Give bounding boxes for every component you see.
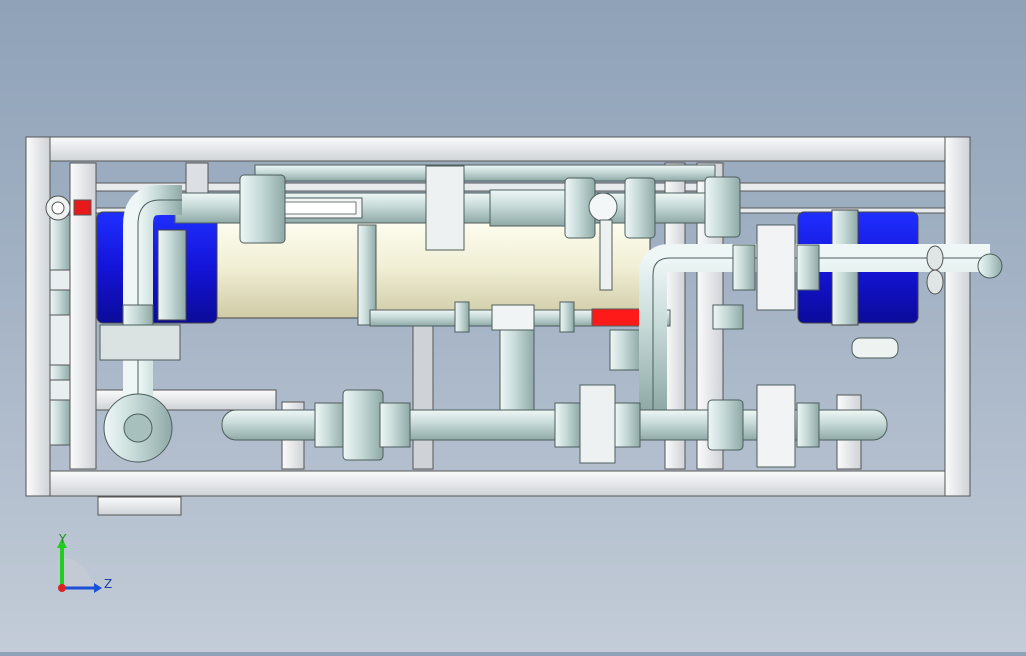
- y-axis-label: Y: [58, 532, 67, 546]
- bottom-union-2: [342, 389, 384, 461]
- frame-bottom-rail: [25, 470, 971, 497]
- base-foot: [97, 496, 182, 516]
- top-union-1: [239, 174, 286, 244]
- mid-union-left: [454, 301, 470, 333]
- bottom-valve-1: [579, 384, 616, 464]
- top-union-2: [489, 189, 566, 227]
- triad-arc: [62, 558, 92, 588]
- small-tee: [357, 224, 377, 326]
- z-axis-label: Z: [104, 577, 112, 591]
- right-end-caps: [926, 245, 944, 295]
- y-axis-head: [57, 538, 67, 548]
- mid-union-right: [559, 301, 575, 333]
- sight-glass: [491, 304, 535, 331]
- gauge-column: [45, 195, 92, 446]
- top-header-piping: [174, 164, 741, 326]
- bottom-pipe-run: [221, 335, 899, 468]
- bottom-union-1: [314, 402, 346, 448]
- top-flange-right: [704, 176, 741, 238]
- z-axis-head: [94, 583, 102, 593]
- right-riser-union: [851, 337, 899, 359]
- bottom-valve-2: [756, 384, 796, 468]
- coordinate-triad: Y Z: [40, 528, 130, 598]
- frame-left-post: [25, 136, 51, 497]
- middle-pipe-run: [369, 224, 1003, 411]
- origin-dot: [58, 584, 66, 592]
- top-union-4: [624, 177, 656, 239]
- ball-valve-handle: [588, 192, 618, 222]
- bottom-union-3: [379, 402, 411, 448]
- gauge-tag-red: [73, 199, 92, 216]
- top-block-1: [425, 165, 465, 251]
- membrane-left-collar: [157, 229, 187, 321]
- right-valve-body: [756, 224, 796, 311]
- frame-right-post: [944, 136, 971, 497]
- membrane-left-end: [96, 211, 218, 324]
- left-riser-pipe: [99, 185, 182, 463]
- red-valve-handle: [591, 308, 645, 327]
- frame-top-rail: [25, 136, 971, 162]
- triad-svg: Y Z: [57, 532, 112, 593]
